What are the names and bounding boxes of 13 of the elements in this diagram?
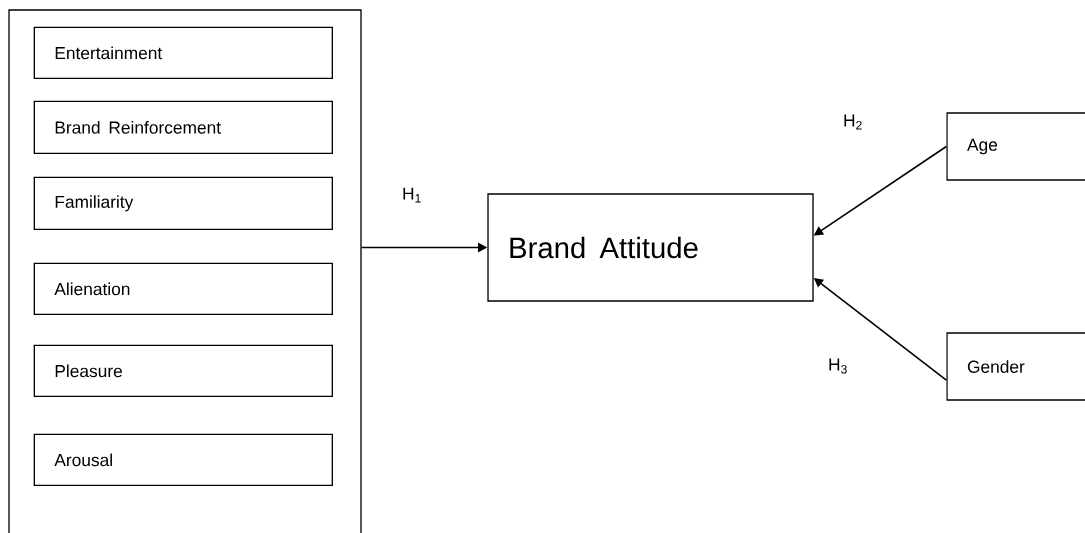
- edge-label: H$_{1}$: [400, 186, 424, 204]
- concept-box: Familiarity: [33, 176, 333, 230]
- concept-box: Arousal: [33, 433, 333, 486]
- concept-box: Brand Attitude: [487, 193, 814, 302]
- edge-label: H$_{2}$: [841, 113, 865, 131]
- edge-label: H$_{3}$: [826, 357, 850, 375]
- concept-box: Brand Reinforcement: [33, 100, 333, 154]
- concept-box: Entertainment: [33, 26, 333, 79]
- concept-box: Alienation: [33, 262, 333, 315]
- concept-box: Age: [946, 112, 1085, 181]
- concept-box: Gender: [946, 332, 1085, 401]
- concept-box: Pleasure: [33, 344, 333, 397]
- group-box: [8, 9, 362, 533]
